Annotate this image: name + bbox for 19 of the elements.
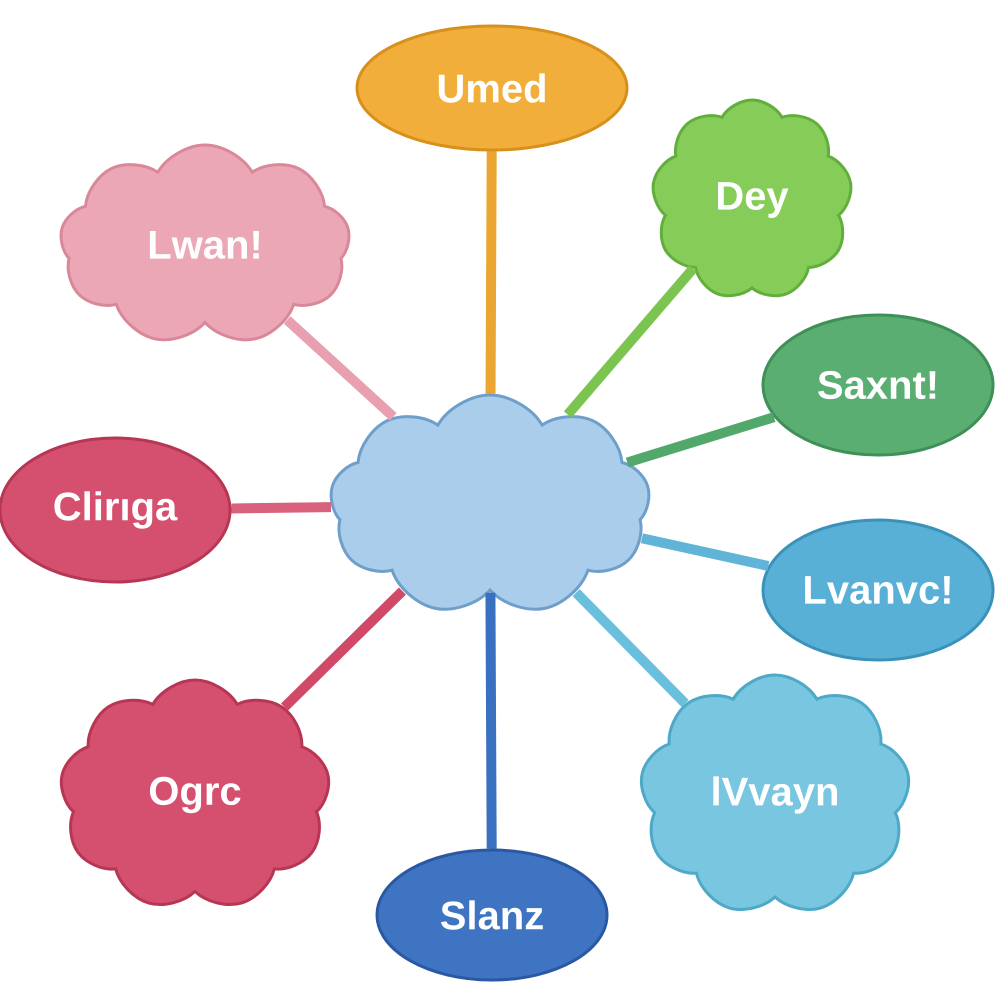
cloud-bubble: Dey	[652, 98, 852, 298]
connector	[564, 265, 697, 418]
connector	[486, 151, 497, 394]
ellipse-bubble: Saxnt!	[762, 314, 995, 456]
ellipse-bubble: Clirıga	[0, 436, 232, 584]
cloud-bubble	[330, 394, 650, 611]
connector	[626, 412, 776, 468]
connector	[281, 588, 406, 711]
cloud-bubble: Lwan!	[60, 144, 350, 342]
connector	[284, 316, 397, 420]
ellipse-bubble: Umed	[356, 24, 628, 152]
cloud-bubble: Ogrc	[60, 678, 330, 906]
connector	[640, 533, 770, 571]
cloud-bubble: lVvayn	[640, 674, 910, 911]
connector	[572, 589, 689, 708]
connector	[485, 592, 497, 849]
ellipse-bubble: Lvanvc!	[762, 518, 995, 662]
connector	[231, 502, 332, 514]
ellipse-bubble: Slanz	[376, 848, 608, 982]
